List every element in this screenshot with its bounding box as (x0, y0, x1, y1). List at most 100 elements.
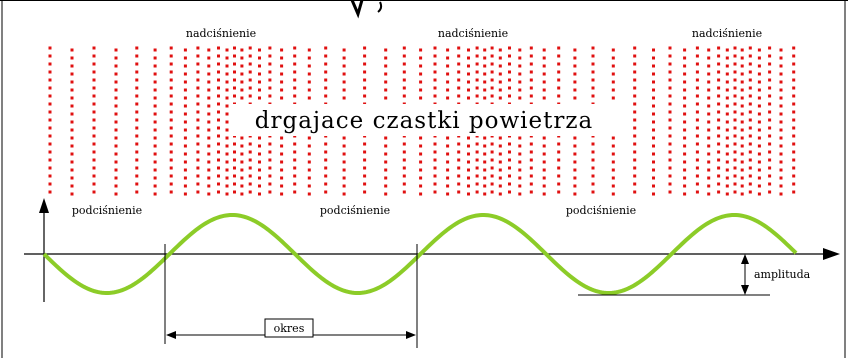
air-particle (748, 62, 752, 66)
air-particle (740, 104, 744, 108)
air-particle (757, 168, 761, 172)
air-particle (233, 190, 236, 194)
period-arrow-left (166, 331, 176, 339)
air-particle (207, 192, 211, 196)
air-particle (792, 142, 796, 146)
period-label: okres (274, 322, 305, 335)
air-particle (225, 192, 229, 196)
air-particle (240, 176, 244, 180)
air-particle (707, 88, 711, 92)
air-particle (207, 184, 211, 188)
air-particle (611, 96, 615, 100)
air-particle (757, 176, 761, 180)
air-particle (419, 176, 423, 180)
air-particle (475, 182, 479, 186)
air-particle (217, 94, 220, 98)
air-particle (402, 142, 406, 146)
air-particle (740, 136, 744, 140)
air-particle (225, 144, 229, 148)
air-particle (573, 152, 577, 156)
air-particle (792, 110, 796, 114)
air-particle (419, 160, 423, 164)
air-particle (668, 182, 672, 186)
air-particle (591, 166, 595, 170)
air-particle (196, 182, 200, 186)
air-particle (384, 144, 388, 148)
air-particle (792, 134, 796, 138)
air-particle (748, 70, 752, 74)
air-particle (307, 72, 311, 76)
air-particle (280, 56, 284, 60)
air-particle (591, 70, 595, 74)
air-particle (457, 94, 461, 98)
air-particle (342, 136, 346, 140)
air-particle (248, 86, 252, 90)
air-particle (508, 46, 511, 50)
air-particle (307, 176, 311, 180)
air-particle (342, 184, 346, 188)
air-particle (717, 86, 721, 90)
air-particle (757, 160, 761, 164)
air-particle (446, 152, 450, 156)
air-particle (717, 134, 721, 138)
air-particle (757, 88, 761, 92)
air-particle (717, 174, 721, 178)
air-particle (475, 70, 479, 74)
air-particle (135, 46, 139, 50)
air-particle (233, 62, 236, 66)
air-particle (48, 118, 52, 122)
air-particle (233, 142, 236, 146)
air-particle (207, 176, 211, 180)
air-particle (683, 88, 687, 92)
air-particle (293, 166, 297, 170)
air-particle (92, 110, 96, 114)
air-particle (518, 160, 522, 164)
formula-fragment (350, 0, 364, 19)
air-particle (733, 118, 737, 122)
air-particle (529, 86, 533, 90)
air-particle (757, 152, 761, 156)
air-particle (475, 94, 479, 98)
air-particle (268, 94, 272, 98)
air-particle (733, 86, 737, 90)
air-particle (402, 182, 406, 186)
air-particle (402, 190, 406, 194)
air-particle (529, 142, 533, 146)
air-particle (498, 176, 502, 180)
air-particle (293, 86, 297, 90)
air-particle (307, 56, 311, 60)
air-particle (217, 150, 220, 154)
air-particle (48, 54, 52, 58)
air-particle (779, 88, 783, 92)
air-particle (573, 80, 577, 84)
air-particle (342, 56, 346, 60)
air-particle (779, 176, 783, 180)
air-particle (135, 78, 139, 82)
air-particle (725, 160, 729, 164)
air-particle (733, 62, 737, 66)
air-particle (268, 54, 272, 58)
air-particle (196, 150, 200, 154)
air-particle (542, 192, 546, 196)
air-particle (740, 120, 744, 124)
air-particle (779, 136, 783, 140)
air-particle (70, 144, 74, 148)
air-particle (475, 62, 479, 66)
air-particle (217, 86, 220, 90)
air-particle (740, 80, 744, 84)
air-particle (70, 184, 74, 188)
air-particle (668, 86, 672, 90)
air-particle (508, 70, 511, 74)
air-particle (114, 112, 118, 116)
air-particle (169, 86, 173, 90)
air-particle (748, 54, 752, 58)
air-particle (92, 70, 96, 74)
air-particle (114, 160, 118, 164)
air-particle (457, 62, 461, 66)
air-particle (293, 94, 297, 98)
air-particle (573, 144, 577, 148)
air-particle (508, 54, 511, 58)
air-particle (733, 150, 737, 154)
air-particle (217, 126, 220, 130)
